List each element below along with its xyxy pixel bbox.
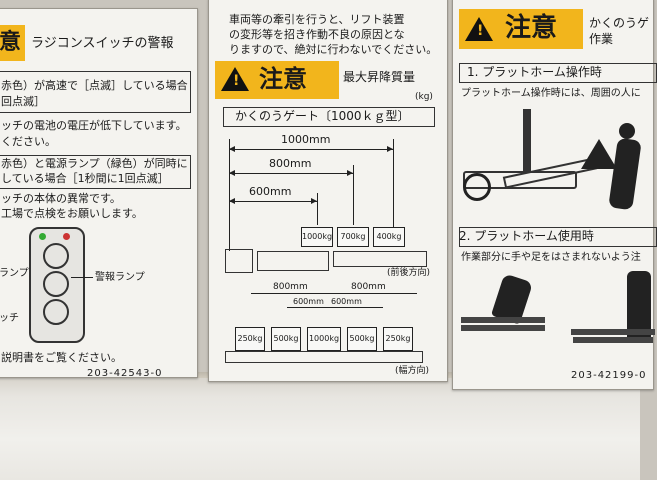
dim-800-line (229, 173, 353, 174)
dim-width-800-line (251, 293, 417, 294)
right-label-code: 203-42199-0 (571, 370, 647, 381)
weight-width-500kg-left: 500kg (271, 327, 301, 351)
platform-usage-illustration (461, 271, 655, 361)
remote-switch-label: ッチ (0, 313, 19, 324)
max-lift-title: 最大昇降質量 (343, 70, 416, 84)
section2-title: 2. プラットホーム使用時 (459, 229, 594, 243)
caution-triangle-icon: ! (221, 67, 249, 91)
weight-width-250kg-left: 250kg (235, 327, 265, 351)
remote-button-1 (43, 243, 69, 269)
weight-side-1000kg: 1000kg (301, 227, 333, 247)
remote-alarm-lamp-label: 警報ランプ (95, 272, 145, 283)
center-top-line-2: の変形等を招き作動不良の原因とな (229, 28, 405, 41)
dim-1000-arrow-right (387, 146, 393, 152)
remote-lamp-label: ランプ (0, 268, 29, 279)
gate-edge-line (229, 139, 230, 251)
max-lift-unit: (kg) (415, 92, 433, 102)
platform-side-base (225, 249, 253, 273)
left-caution-band (0, 25, 25, 61)
platform-width-plate (225, 351, 423, 363)
remote-button-2 (43, 271, 69, 297)
left-warning-label: 意 ラジコンスイッチの警報 赤色）が高速で［点滅］している場合 回点滅］ ッチの… (0, 8, 198, 379)
dim-800-end (353, 165, 354, 225)
dim-width-600-line (287, 307, 383, 308)
left-text-box-1 (0, 71, 191, 113)
remote-lamp-green (39, 233, 46, 240)
dim-width-800-right: 800mm (351, 282, 386, 292)
dim-1000-end (393, 139, 394, 227)
left-label-code: 203-42543-0 (87, 368, 163, 379)
dim-1000-line (229, 149, 393, 150)
left-line-8: 工場で点検をお願いします。 (1, 207, 143, 220)
left-line-2: 回点滅］ (1, 95, 45, 108)
platform-side-plate-1 (257, 251, 329, 271)
dim-600-end (317, 193, 318, 225)
weight-side-400kg: 400kg (373, 227, 405, 247)
left-line-6: している場合［1秒間に1回点滅］ (1, 172, 169, 185)
dim-800: 800mm (269, 157, 312, 170)
left-text-box-2 (0, 155, 191, 189)
right-caution-word: 注意 (505, 13, 558, 43)
center-caution-word: 注意 (259, 65, 307, 93)
left-manual-text: 説明書をご覧ください。 (1, 351, 122, 364)
vehicle-body-panel (0, 378, 640, 480)
weight-width-1000kg: 1000kg (307, 327, 341, 351)
left-line-7: ッチの本体の異常です。 (1, 192, 121, 205)
weight-side-700kg: 700kg (337, 227, 369, 247)
dim-600-arrow-left (229, 198, 235, 204)
remote-lamp-red (63, 233, 70, 240)
gate-title: かくのうゲート〔1000ｋｇ型〕 (235, 109, 410, 123)
platform-side-plate-2 (333, 251, 427, 267)
left-label-title: ラジコンスイッチの警報 (31, 36, 174, 51)
direction-width-label: (幅方向) (395, 366, 430, 376)
right-subtitle-1: かくのうゲ (589, 16, 650, 30)
center-top-line-1: 車両等の牽引を行うと、リフト装置 (229, 13, 405, 26)
dim-800-arrow-left (229, 170, 235, 176)
right-subtitle-2: 作業 (589, 32, 614, 46)
section2-text: 作業部分に手や足をはさまれないよう注 (461, 252, 641, 263)
alarm-lamp-leader (71, 277, 93, 278)
dim-600-line (229, 201, 317, 202)
remote-control-drawing (29, 227, 85, 343)
platform-operation-illustration (463, 109, 653, 213)
section1-text: プラットホーム操作時には、周囲の人に (461, 88, 641, 99)
dim-800-arrow-right (347, 170, 353, 176)
left-line-4: ください。 (1, 135, 56, 148)
center-capacity-label: 車両等の牽引を行うと、リフト装置 の変形等を招き作動不良の原因とな りますので、… (208, 0, 448, 382)
dim-width-600-left: 600mm (293, 297, 324, 306)
left-caution-word: 意 (0, 30, 22, 55)
weight-width-500kg-right: 500kg (347, 327, 377, 351)
section1-title: 1. プラットホーム操作時 (467, 65, 602, 79)
direction-front-label: (前後方向) (387, 268, 431, 278)
dim-600: 600mm (249, 185, 292, 198)
dim-1000: 1000mm (281, 133, 331, 146)
dim-1000-arrow-left (229, 146, 235, 152)
left-line-1: 赤色）が高速で［点滅］している場合 (1, 79, 188, 92)
gate-title-box (223, 107, 435, 127)
dim-width-600-right: 600mm (331, 297, 362, 306)
right-caution-label: ! 注意 かくのうゲ 作業 1. プラットホーム操作時 プラットホーム操作時には… (452, 0, 657, 390)
left-line-5: 赤色）と電源ランプ（緑色）が同時に (1, 157, 188, 170)
remote-button-3 (43, 299, 69, 325)
weight-width-250kg-right: 250kg (383, 327, 413, 351)
dim-600-arrow-right (311, 198, 317, 204)
left-line-3: ッチの電池の電圧が低下しています。 (1, 119, 187, 132)
right-caution-triangle-icon: ! (465, 17, 493, 41)
dim-width-800-left: 800mm (273, 282, 308, 292)
center-top-line-3: りますので、絶対に行わないでください。 (229, 43, 438, 56)
